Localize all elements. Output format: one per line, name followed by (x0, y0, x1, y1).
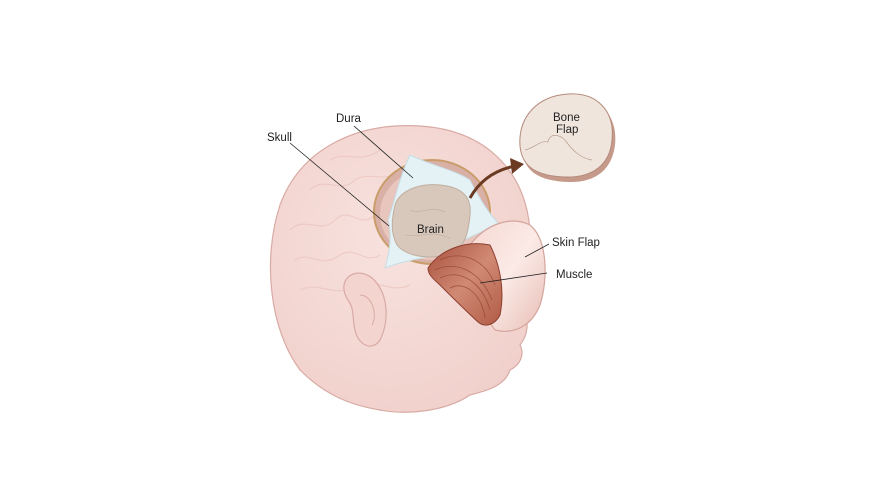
label-skin-flap: Skin Flap (552, 237, 600, 249)
muscle-leader (479, 272, 548, 284)
muscle (427, 243, 503, 326)
bone-flap (519, 93, 616, 183)
skull-leader (289, 142, 390, 227)
label-brain: Brain (417, 224, 444, 236)
label-muscle: Muscle (556, 269, 592, 281)
label-bone-flap-2: Flap (556, 124, 578, 136)
removal-arrow (468, 158, 524, 199)
dura-leader (353, 125, 414, 179)
label-skull: Skull (267, 132, 292, 144)
skin-flap-leader (524, 243, 550, 258)
brain (391, 184, 471, 258)
ear (343, 272, 387, 347)
label-dura: Dura (336, 113, 362, 125)
label-bone-flap-1: Bone (553, 112, 580, 124)
